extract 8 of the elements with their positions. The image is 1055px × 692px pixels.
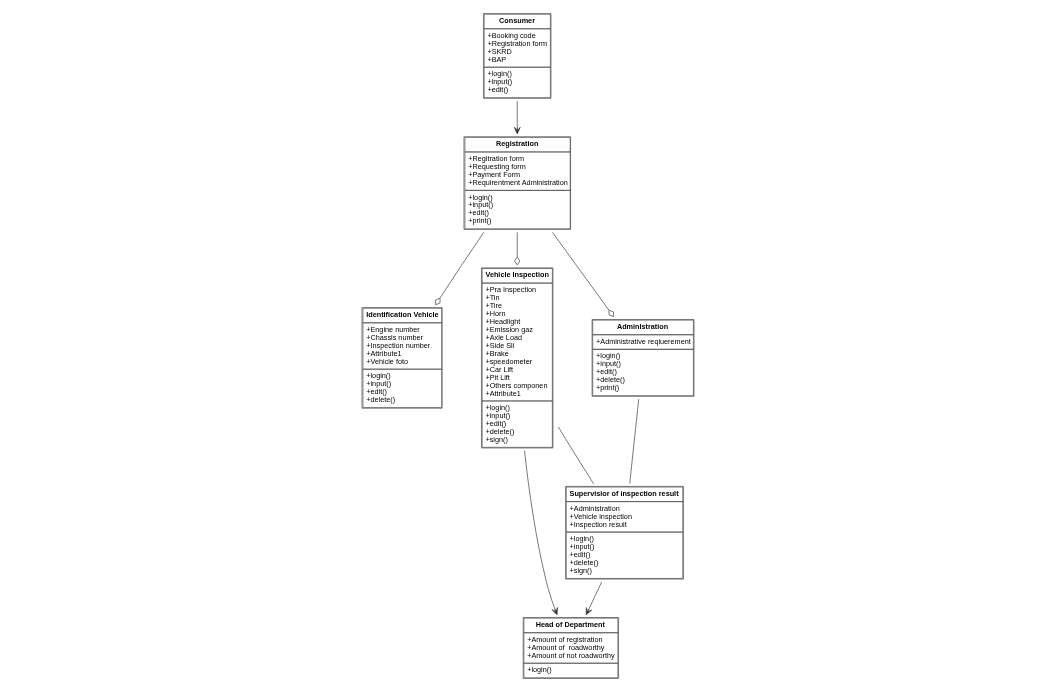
connector — [628, 398, 639, 484]
arrow — [523, 450, 558, 616]
connector — [513, 232, 520, 266]
arrow — [585, 581, 602, 616]
connector — [557, 426, 594, 485]
connector — [434, 231, 484, 306]
arrow — [513, 100, 521, 135]
connector — [551, 232, 614, 317]
